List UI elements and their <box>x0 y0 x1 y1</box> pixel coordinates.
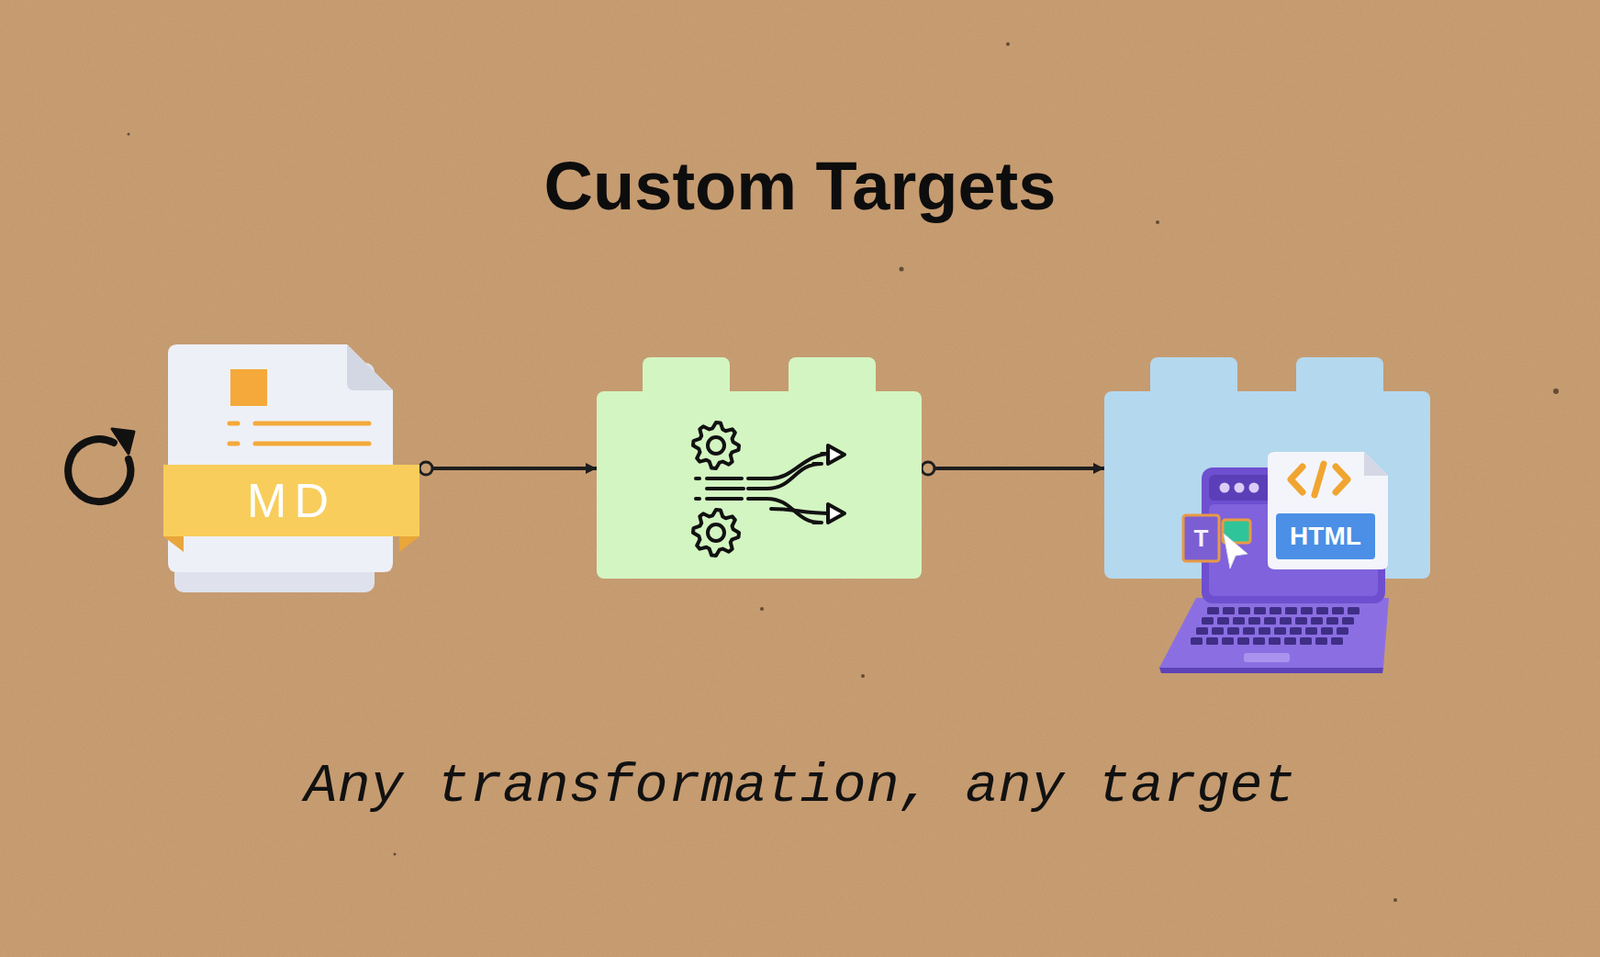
file-band <box>163 464 420 537</box>
transform-icon <box>693 422 845 556</box>
block-shape <box>596 357 922 579</box>
band-fold <box>163 536 184 552</box>
connector-arrow <box>419 466 597 470</box>
block-outline <box>596 357 922 579</box>
refresh-icon <box>67 428 135 502</box>
document-icon <box>163 344 420 593</box>
page-line <box>255 421 370 426</box>
page-bullet <box>229 441 238 447</box>
page-line <box>255 441 370 447</box>
markdown-file: MD <box>163 344 420 593</box>
file-type-label: MD <box>163 464 420 537</box>
band-fold <box>399 536 420 552</box>
html-badge-label: HTML <box>1275 513 1376 560</box>
laptop-illustration <box>1159 451 1389 673</box>
target-block: T HTML <box>1104 357 1431 579</box>
transform-block <box>596 357 922 579</box>
connector-arrow <box>921 466 1105 470</box>
block-outline <box>1104 357 1431 579</box>
text-tool-label: T <box>1183 514 1220 561</box>
page-fold <box>346 344 393 391</box>
diagram-title: Custom Targets <box>0 145 1600 228</box>
page <box>167 344 393 572</box>
page-square <box>230 369 268 406</box>
page-bullet <box>229 421 238 426</box>
diagram-caption: Any transformation, any target <box>0 750 1600 821</box>
